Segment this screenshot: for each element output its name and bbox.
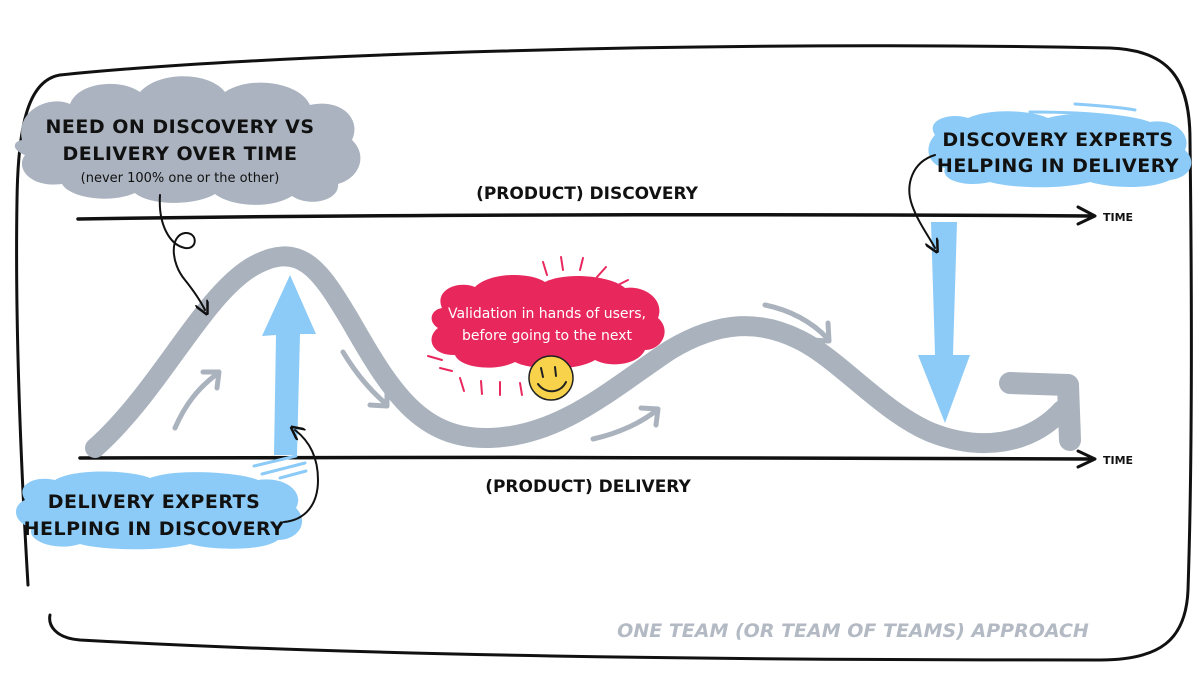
blue-up-arrow bbox=[252, 275, 316, 480]
validation-line2: before going to the next bbox=[462, 328, 633, 344]
need-title-line2: DELIVERY OVER TIME bbox=[62, 143, 297, 165]
blue-down-arrow bbox=[918, 222, 970, 423]
discovery-delivery-wave bbox=[85, 246, 1072, 458]
smiley-face-icon bbox=[528, 355, 574, 401]
time-label-bottom: TIME bbox=[1103, 454, 1133, 467]
discovery-experts-pointer bbox=[908, 154, 935, 248]
validation-line1: Validation in hands of users, bbox=[448, 306, 646, 322]
need-pointer bbox=[158, 194, 205, 310]
product-discovery-label: (PRODUCT) DISCOVERY bbox=[476, 184, 699, 204]
validation-cloud: Validation in hands of users, before goi… bbox=[431, 275, 665, 369]
wave-arrowhead bbox=[999, 372, 1081, 451]
need-subtitle: (never 100% one or the other) bbox=[81, 171, 280, 186]
delivery-experts-line1: DELIVERY EXPERTS bbox=[48, 491, 261, 513]
delivery-experts-cloud: DELIVERY EXPERTS HELPING IN DISCOVERY bbox=[15, 471, 303, 550]
discovery-experts-line2: HELPING IN DELIVERY bbox=[937, 155, 1179, 177]
product-delivery-label: (PRODUCT) DELIVERY bbox=[485, 477, 691, 497]
need-title-line1: NEED ON DISCOVERY VS bbox=[45, 116, 314, 138]
discovery-experts-line1: DISCOVERY EXPERTS bbox=[942, 129, 1173, 151]
delivery-experts-line2: HELPING IN DISCOVERY bbox=[24, 518, 285, 540]
delivery-experts-pointer bbox=[283, 430, 320, 523]
outer-frame bbox=[15, 44, 1193, 662]
discovery-experts-cloud: DISCOVERY EXPERTS HELPING IN DELIVERY bbox=[928, 102, 1192, 188]
need-cloud: NEED ON DISCOVERY VS DELIVERY OVER TIME … bbox=[14, 76, 361, 205]
delivery-axis bbox=[78, 449, 1097, 469]
discovery-axis bbox=[76, 205, 1097, 226]
footer-approach: ONE TEAM (OR TEAM OF TEAMS) APPROACH bbox=[617, 620, 1089, 642]
flow-arrows bbox=[172, 302, 832, 442]
time-label-top: TIME bbox=[1103, 211, 1133, 224]
